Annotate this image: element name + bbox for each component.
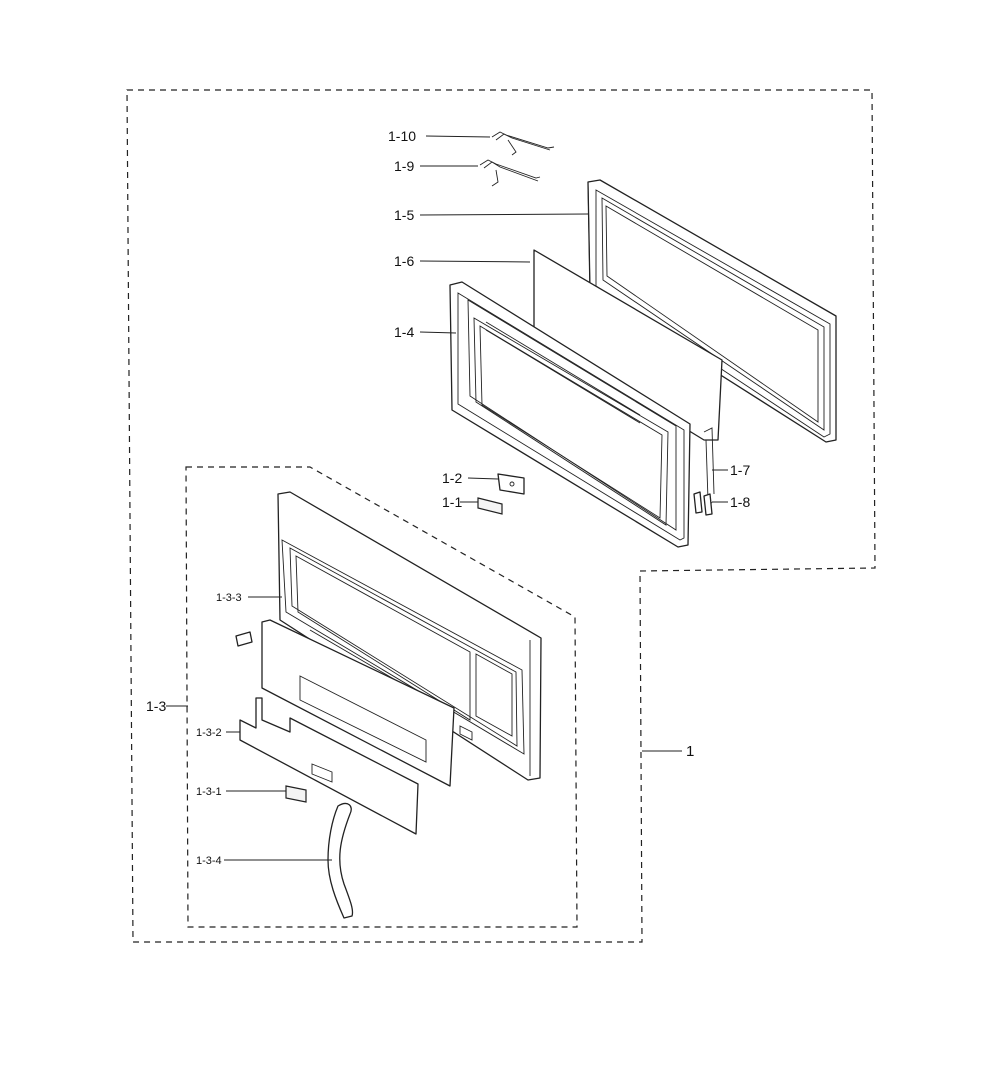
leader-1-4 xyxy=(419,331,457,334)
subassembly-1-3-boundary xyxy=(185,466,578,928)
leader-1-2 xyxy=(467,477,499,480)
leader-1-6 xyxy=(419,260,531,263)
callout-1-6: 1-6 xyxy=(394,253,414,269)
callout-1-9: 1-9 xyxy=(394,158,414,174)
callout-1-8: 1-8 xyxy=(730,494,750,510)
callout-1-10: 1-10 xyxy=(388,128,416,144)
callout-1-4: 1-4 xyxy=(394,324,414,340)
callout-1-5: 1-5 xyxy=(394,207,414,223)
callout-1-7: 1-7 xyxy=(730,462,750,478)
callout-1: 1 xyxy=(686,743,694,760)
callout-1-1: 1-1 xyxy=(442,494,462,510)
part-1-4-frame xyxy=(449,281,691,548)
callout-1-3: 1-3 xyxy=(146,698,166,714)
part-1-3-3-front-panel xyxy=(277,491,542,781)
part-1-3-1-label xyxy=(285,785,307,803)
assembly-1-boundary xyxy=(126,89,876,943)
callout-1-3-3: 1-3-3 xyxy=(216,592,242,604)
part-1-3-4-handle xyxy=(327,802,354,919)
callout-1-3-4: 1-3-4 xyxy=(196,855,222,867)
part-1-8-latch xyxy=(693,491,713,516)
leader-1-5 xyxy=(419,213,589,216)
part-1-5-frame xyxy=(587,179,837,443)
part-1-1-plate xyxy=(477,497,503,515)
callout-1-3-1: 1-3-1 xyxy=(196,786,222,798)
part-1-9-wire xyxy=(479,159,541,187)
leader-1-10 xyxy=(425,135,491,138)
callout-1-2: 1-2 xyxy=(442,470,462,486)
callout-1-3-2: 1-3-2 xyxy=(196,727,222,739)
clip-part xyxy=(235,631,253,647)
part-1-3-2-control-panel xyxy=(239,619,455,835)
part-1-10-wire xyxy=(491,131,555,156)
part-1-2-bracket xyxy=(497,473,525,495)
part-1-6-glass xyxy=(533,249,723,441)
